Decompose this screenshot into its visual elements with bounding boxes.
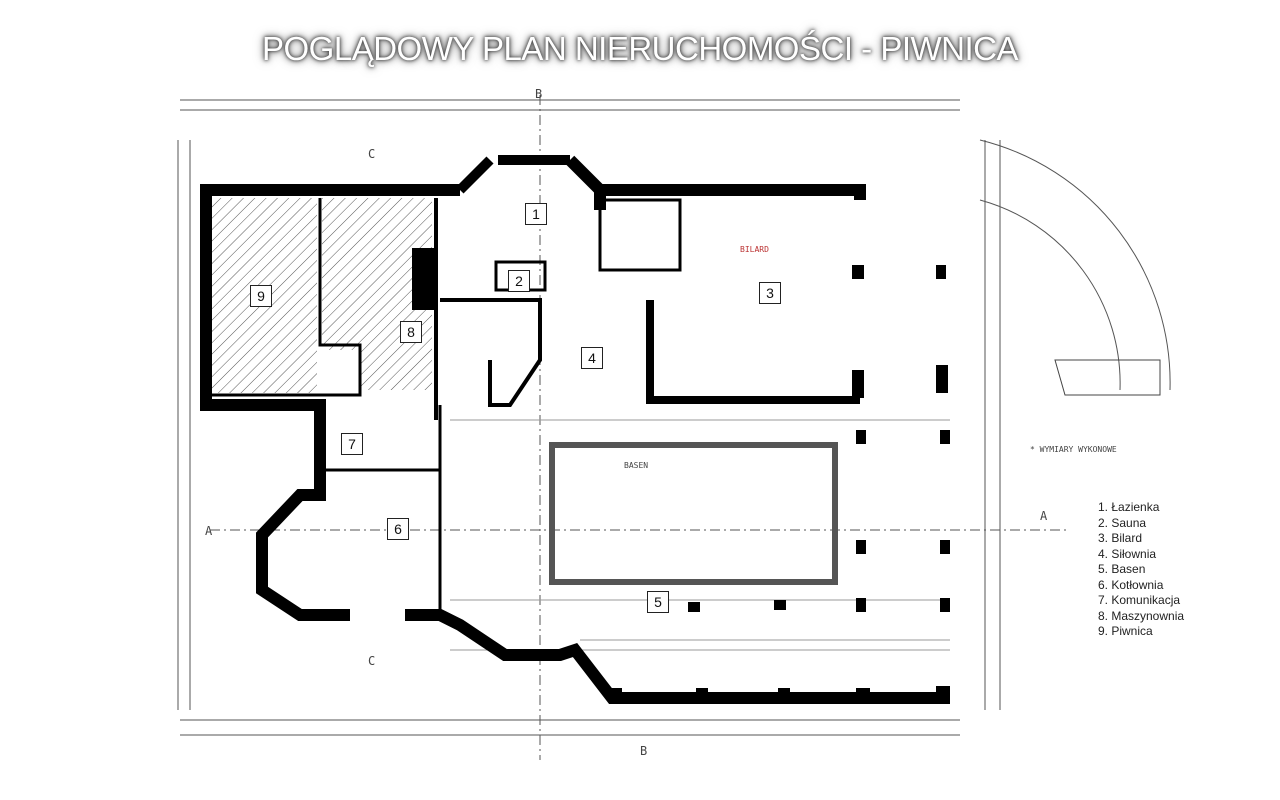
label-basen: BASEN <box>624 461 648 470</box>
pool-outline <box>549 442 838 585</box>
walls <box>200 155 950 704</box>
section-a-right: A <box>1040 509 1048 523</box>
legend-item: 6. Kotłownia <box>1098 577 1164 592</box>
page-title: POGLĄDOWY PLAN NIERUCHOMOŚCI - PIWNICA <box>262 30 1018 67</box>
legend-item: 2. Sauna <box>1098 515 1147 530</box>
floor-tiles <box>450 419 950 651</box>
room-label-6: 6 <box>387 518 409 540</box>
exterior-stairs <box>1054 359 1161 396</box>
room-label-8: 8 <box>400 321 422 343</box>
room-label-2: 2 <box>508 270 530 292</box>
section-b-bottom: B <box>640 744 647 758</box>
section-a-left: A <box>205 524 213 538</box>
room-label-5: 5 <box>647 591 669 613</box>
legend-item: 1. Łazienka <box>1098 500 1160 514</box>
room-label-9: 9 <box>250 285 272 307</box>
columns <box>412 248 950 700</box>
room-label-1: 1 <box>525 203 547 225</box>
room-label-7: 7 <box>341 433 363 455</box>
label-bilard: BILARD <box>740 245 769 254</box>
section-c-bottom: C <box>368 654 375 668</box>
section-c-top: C <box>368 147 375 161</box>
legend-item: 3. Bilard <box>1098 531 1143 545</box>
legend-item: 4. Siłownia <box>1098 546 1157 561</box>
legend-item: 8. Maszynownia <box>1098 608 1185 623</box>
legend-item: 7. Komunikacja <box>1098 593 1181 607</box>
room-label-4: 4 <box>581 347 603 369</box>
plan-note: * WYMIARY WYKONOWE <box>1030 445 1117 454</box>
room-legend: 1. Łazienka 2. Sauna 3. Bilard 4. Siłown… <box>1098 500 1184 640</box>
section-b-top: B <box>535 87 542 101</box>
legend-item: 5. Basen <box>1098 562 1146 576</box>
legend-item: 9. Piwnica <box>1098 624 1153 638</box>
room-label-3: 3 <box>759 282 781 304</box>
